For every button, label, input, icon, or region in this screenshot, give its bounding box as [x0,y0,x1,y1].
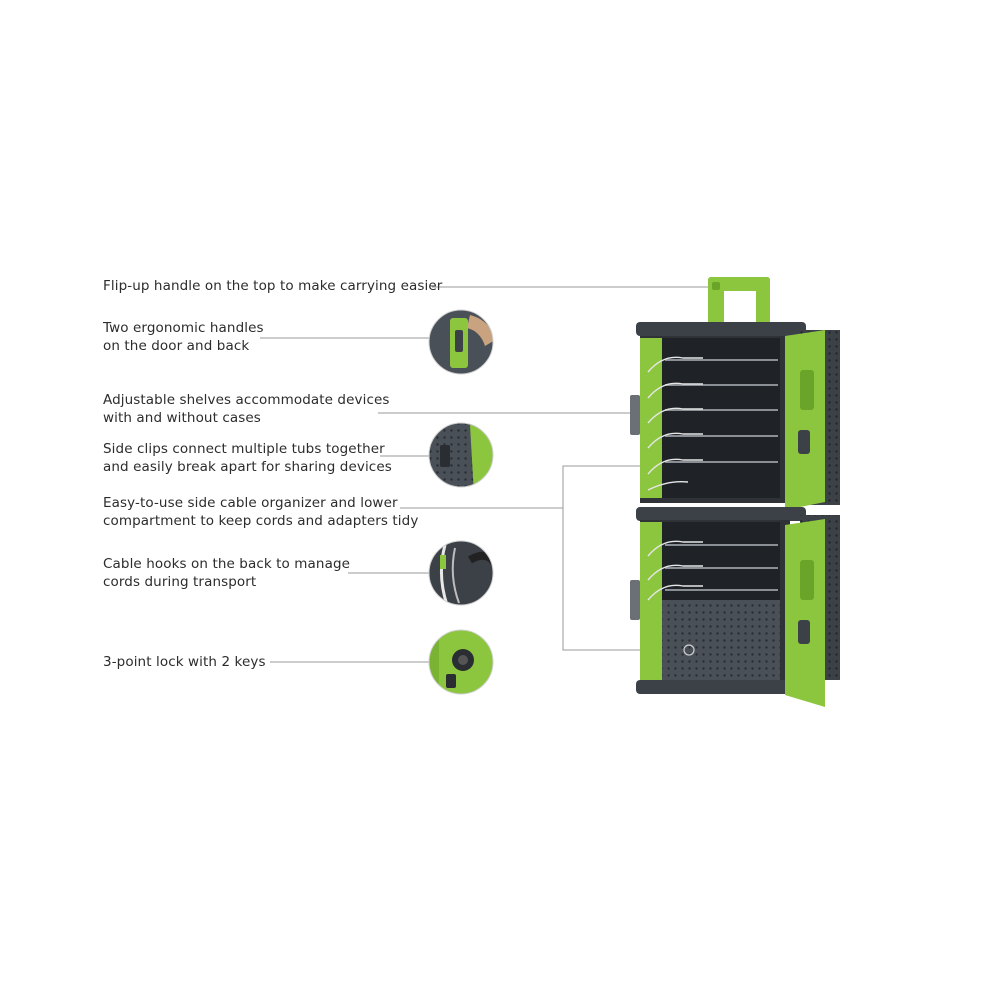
feature-ergonomic-handles: Two ergonomic handles on the door and ba… [103,319,264,355]
charging-tubs [630,277,840,707]
lower-shelves [665,544,778,591]
feature-line: compartment to keep cords and adapters t… [103,513,419,529]
feature-flip-handle: Flip-up handle on the top to make carryi… [103,277,442,295]
flip-up-handle [708,277,770,329]
feature-line: Easy-to-use side cable organizer and low… [103,495,398,511]
feature-line: on the door and back [103,338,250,354]
upper-cables [647,356,703,491]
feature-line: Cable hooks on the back to manage [103,556,351,572]
feature-line: 3-point lock with 2 keys [103,654,266,670]
feature-cable-organizer: Easy-to-use side cable organizer and low… [103,494,418,530]
feature-line: Two ergonomic handles [103,320,264,336]
feature-side-clips: Side clips connect multiple tubs togethe… [103,440,392,476]
feature-line: Adjustable shelves accommodate devices [103,392,390,408]
feature-lock: 3-point lock with 2 keys [103,653,266,671]
inset-lock [429,630,493,694]
feature-line: and easily break apart for sharing devic… [103,459,392,475]
inset-ergonomic-handles [429,310,493,374]
feature-line: with and without cases [103,410,261,426]
feature-line: Side clips connect multiple tubs togethe… [103,441,385,457]
leader-line-organizer [400,465,650,509]
inset-cable-hooks [429,541,493,605]
feature-cable-hooks: Cable hooks on the back to manage cords … [103,555,350,591]
feature-line: cords during transport [103,574,257,590]
upper-shelves [665,359,778,463]
feature-adjustable-shelves: Adjustable shelves accommodate devices w… [103,391,390,427]
leader-lines [260,286,716,663]
inset-side-clips [429,423,493,487]
lower-cables [647,540,703,601]
feature-line: Flip-up handle on the top to make carryi… [103,278,443,294]
